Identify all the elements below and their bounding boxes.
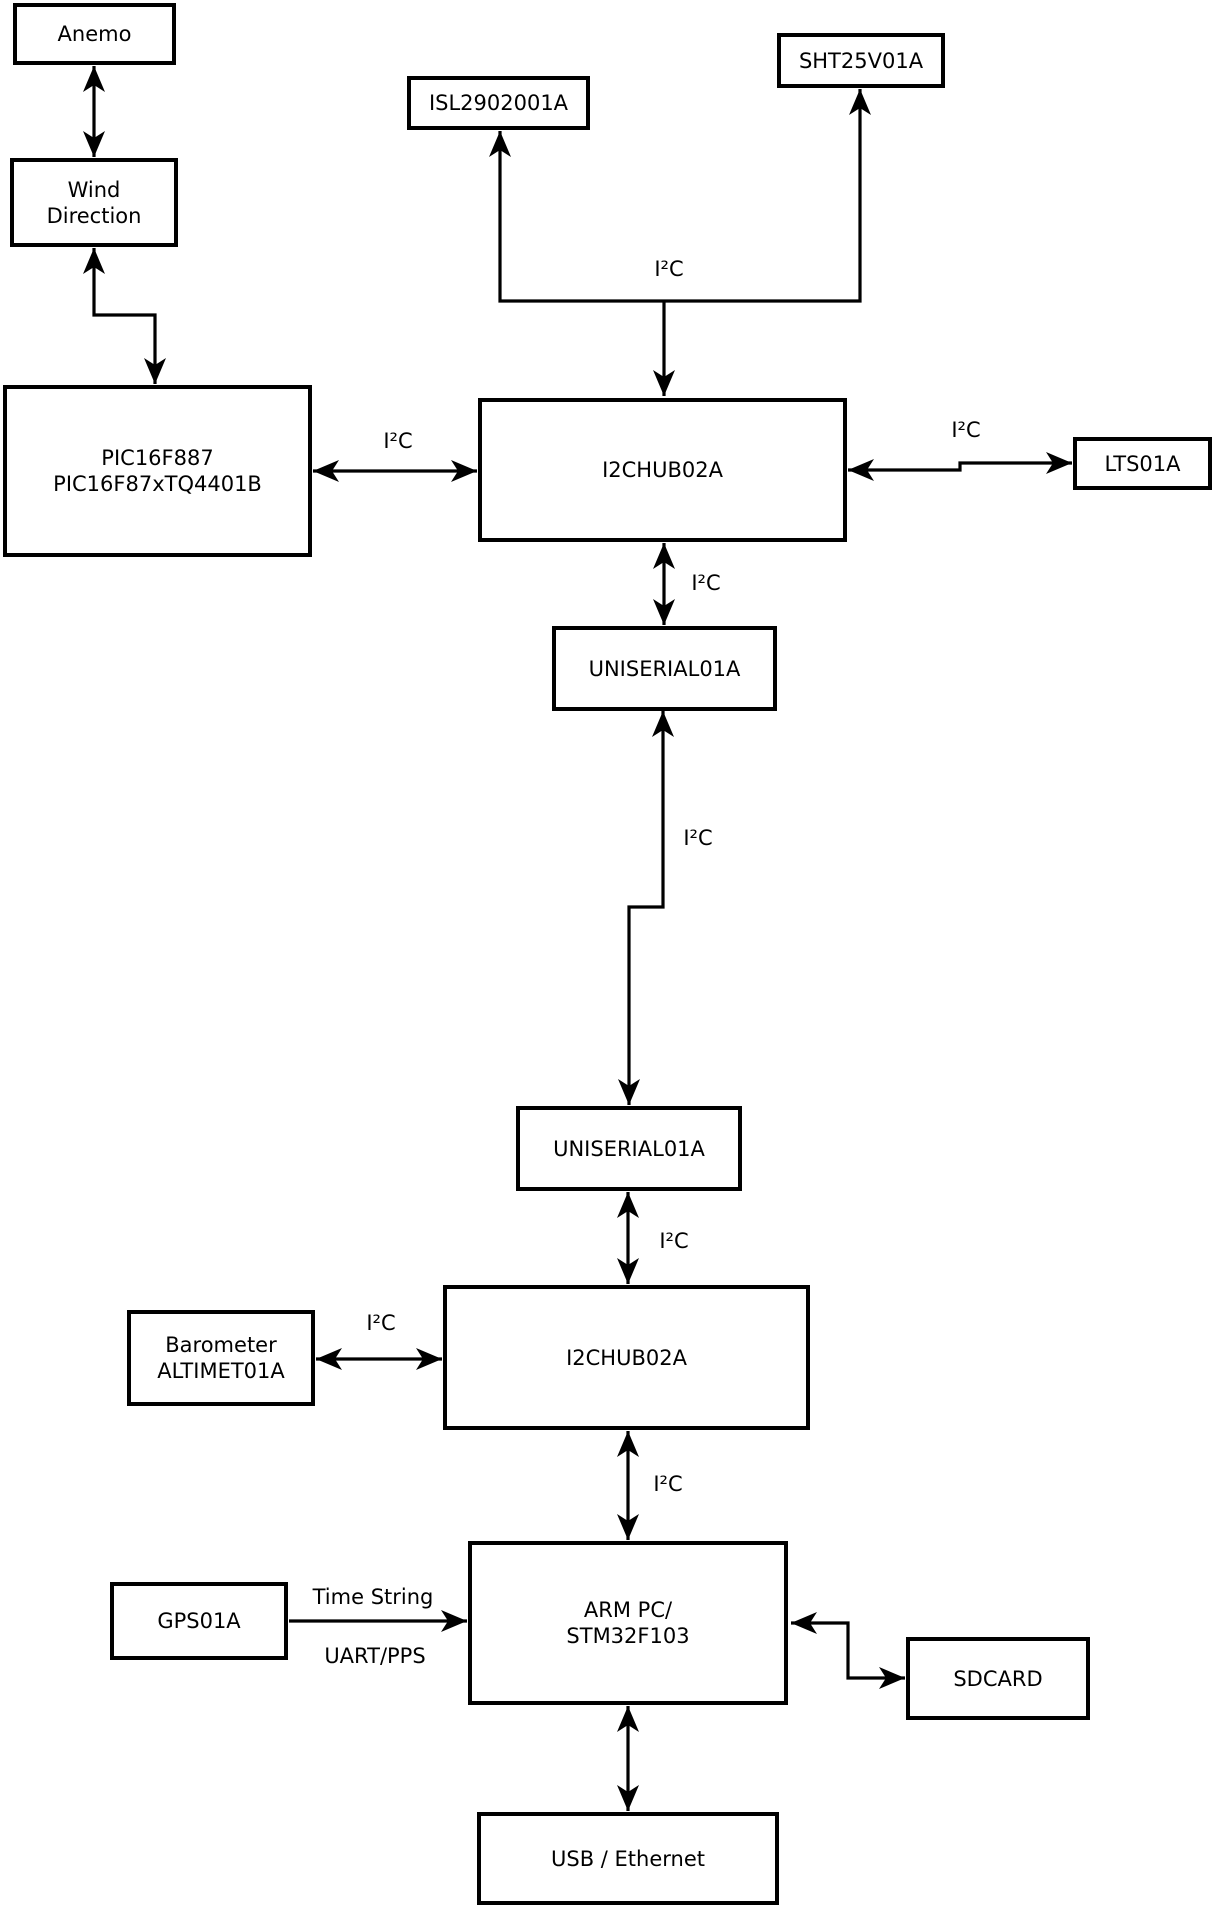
edge-label-uart-pps: UART/PPS (324, 1644, 426, 1668)
node-label: USB / Ethernet (551, 1846, 705, 1871)
node-isl2902001a: ISL2902001A (407, 76, 590, 130)
node-uniserial01a-top: UNISERIAL01A (552, 626, 777, 711)
node-label: Direction (46, 203, 142, 228)
node-label: I2CHUB02A (602, 458, 723, 482)
node-pic16f887: PIC16F887 PIC16F87xTQ4401B (3, 385, 312, 557)
node-barometer-altimet01a: Barometer ALTIMET01A (127, 1310, 315, 1406)
node-label: Wind (67, 177, 121, 202)
node-i2chub02a-top: I2CHUB02A (478, 398, 847, 542)
node-label: LTS01A (1104, 451, 1181, 476)
edge-label-i2c-hub2-arm: I²C (653, 1472, 683, 1496)
node-gps01a: GPS01A (110, 1582, 288, 1660)
node-anemo: Anemo (13, 3, 176, 65)
node-wind-direction: Wind Direction (10, 158, 178, 247)
edge-label-i2c-uniserial-link: I²C (683, 826, 713, 850)
node-label: ALTIMET01A (157, 1359, 285, 1383)
edge-label-i2c-uniserial-hub2: I²C (659, 1229, 689, 1253)
node-label: ARM PC/ (583, 1598, 673, 1622)
node-label: UNISERIAL01A (553, 1136, 705, 1161)
connector-i2chub-top-lts (848, 452, 1072, 481)
connector-uniserial-top-uniserial-bottom (618, 711, 674, 1105)
node-lts01a: LTS01A (1073, 437, 1212, 490)
node-sdcard: SDCARD (906, 1637, 1090, 1720)
node-label: UNISERIAL01A (588, 656, 741, 681)
node-label: STM32F103 (566, 1624, 690, 1648)
node-label: PIC16F887 (101, 446, 214, 470)
node-label: GPS01A (157, 1609, 241, 1633)
edge-label-i2c-hub-lts: I²C (951, 418, 981, 442)
edge-label-i2c-pic-hub: I²C (383, 429, 413, 453)
node-uniserial01a-bottom: UNISERIAL01A (516, 1106, 742, 1191)
node-usb-ethernet: USB / Ethernet (477, 1812, 779, 1905)
edge-label-time-string: Time String (312, 1585, 434, 1609)
connector-armpc-sdcard (791, 1612, 905, 1689)
node-label: Barometer (165, 1333, 277, 1357)
edge-label-i2c-baro-hub2: I²C (366, 1311, 396, 1335)
node-label: ISL2902001A (428, 91, 569, 115)
node-arm-pc-stm32f103: ARM PC/ STM32F103 (468, 1541, 788, 1705)
connector-winddirection-pic (83, 248, 166, 384)
node-label: I2CHUB02A (566, 1345, 687, 1370)
edge-label-i2c-top-bus: I²C (654, 257, 684, 281)
node-label: Anemo (57, 22, 132, 46)
connector-isl-sht-bus (489, 89, 871, 303)
node-i2chub02a-bottom: I2CHUB02A (443, 1285, 810, 1430)
node-label: SDCARD (953, 1666, 1043, 1691)
edge-label-i2c-hub-uniserial: I²C (691, 571, 721, 595)
node-label: PIC16F87xTQ4401B (53, 472, 262, 496)
node-label: SHT25V01A (798, 48, 924, 73)
node-sht25v01a: SHT25V01A (777, 33, 945, 88)
